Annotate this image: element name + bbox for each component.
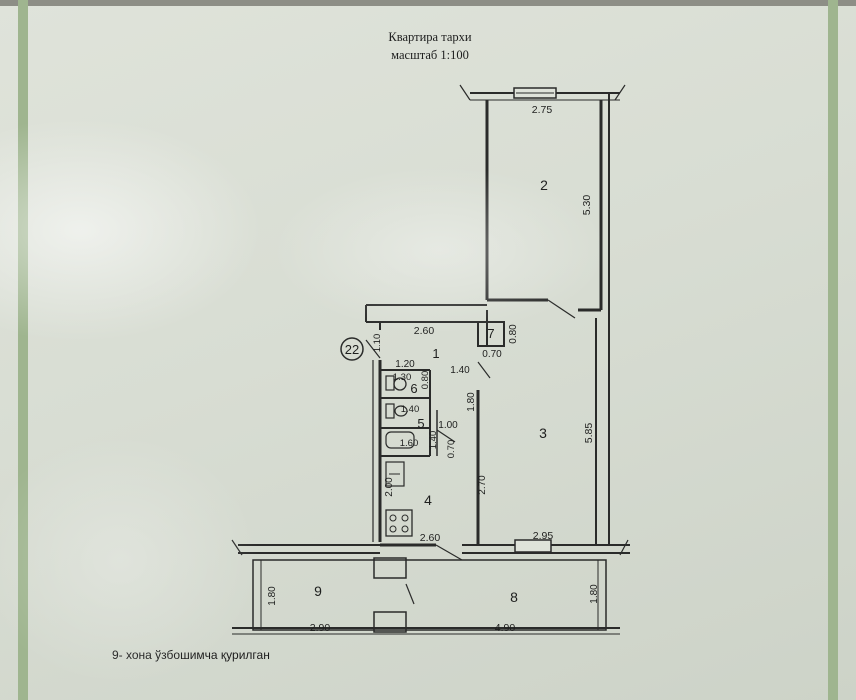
room-5-label: 5 <box>417 416 424 431</box>
dimension-label: 4.90 <box>495 622 516 634</box>
room-6-label: 6 <box>410 381 417 396</box>
balcony <box>252 559 607 631</box>
dimension-label: 2.75 <box>532 104 553 116</box>
dimension-label: 0.70 <box>482 349 502 360</box>
toilet-icon <box>385 403 395 419</box>
dimension-label: 2.60 <box>420 532 441 544</box>
dimension-label: 1.10 <box>372 334 383 353</box>
dimension-label: 5.30 <box>581 195 593 216</box>
room-2-label: 2 <box>540 177 548 193</box>
room-9-label: 9 <box>314 583 322 599</box>
dimension-label: 0.80 <box>508 324 519 344</box>
room-3-label: 3 <box>539 425 547 441</box>
dimension-label: 1.30 <box>393 372 412 383</box>
dimension-label: 1.60 <box>400 438 419 449</box>
dimension-label: 2.95 <box>533 530 554 542</box>
stove-icon <box>385 509 413 537</box>
dimension-label: 2.70 <box>477 475 488 495</box>
dimension-label: 0.70 <box>446 440 457 459</box>
dimension-label: 2.90 <box>310 622 331 634</box>
dimension-label: 0.80 <box>420 371 431 390</box>
unauthorized-construction-note: 9- хона ўзбошимча қурилган <box>112 648 270 662</box>
dimension-label: 1.40 <box>428 431 439 450</box>
dimension-label: 1.80 <box>466 392 477 412</box>
dimension-label: 1.20 <box>395 359 415 370</box>
room-7-label: 7 <box>487 326 494 341</box>
apartment-number: 22 <box>345 342 359 357</box>
room-4-label: 4 <box>424 492 432 508</box>
dimension-label: 1.80 <box>267 586 278 606</box>
dimension-label: 2.00 <box>384 477 395 497</box>
dimension-label: 1.40 <box>450 365 470 376</box>
dimension-label: 1.40 <box>401 404 420 415</box>
room-1-label: 1 <box>432 346 439 361</box>
room-8-label: 8 <box>510 589 518 605</box>
dimension-label: 1.80 <box>589 584 600 604</box>
dimension-label: 5.85 <box>583 423 595 444</box>
dimension-label: 2.60 <box>414 325 435 337</box>
dimension-label: 1.00 <box>438 420 458 431</box>
